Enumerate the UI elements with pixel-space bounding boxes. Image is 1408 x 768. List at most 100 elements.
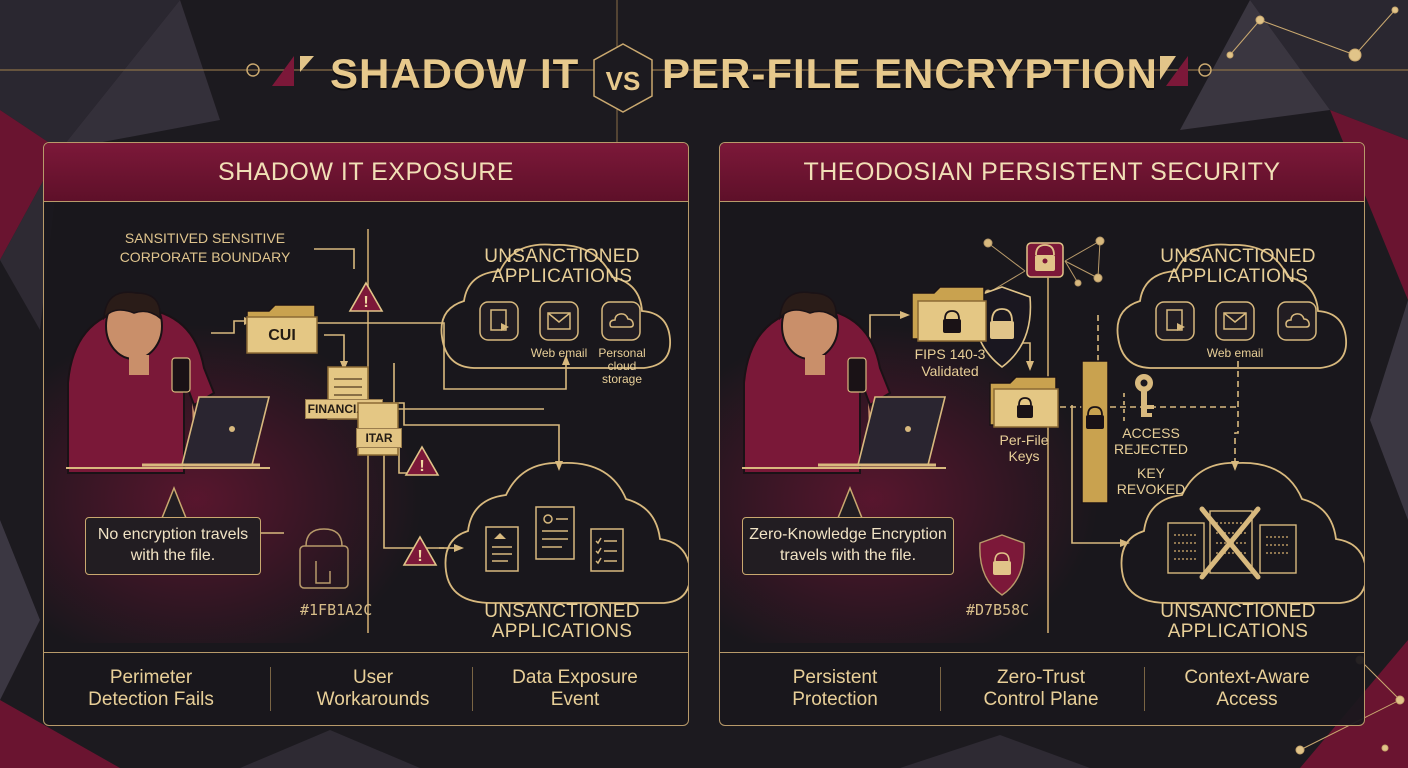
document-forward-icon [1155, 301, 1195, 341]
fips-label-line-2: Validated [921, 363, 979, 379]
hex-code-left: #1FB1A2C [300, 601, 373, 619]
zero-knowledge-callout-line-2: travels with the file. [779, 547, 917, 564]
padlock-badge-icon [1026, 242, 1064, 278]
key-revoked-line-2: REVOKED [1116, 481, 1186, 497]
persistent-security-diagram [742, 236, 1364, 633]
svg-text:!: ! [363, 294, 368, 311]
shadow-it-panel: SHADOW IT EXPOSURE [43, 142, 689, 726]
shield-lock-small-icon [979, 534, 1025, 596]
title-per-file-encryption: PER-FILE ENCRYPTION [662, 50, 1158, 97]
broken-padlock-icon [299, 528, 349, 589]
no-encryption-callout: No encryption travels with the file. [85, 517, 261, 575]
footer-perimeter-line-2: Detection Fails [88, 689, 214, 710]
svg-text:!: ! [419, 458, 424, 475]
cloud-top-title-line-1: UNSANCTIONED [1160, 246, 1316, 267]
cloud-bottom-outline [444, 462, 688, 604]
footer-context-line-1: Context-Aware [1184, 667, 1310, 688]
key-revoked-line-1: KEY [1136, 465, 1165, 481]
persistent-security-panel: THEODOSIAN PERSISTENT SECURITY [719, 142, 1365, 726]
person-laptop-illustration [66, 291, 271, 474]
cloud-top-title-line-2: APPLICATIONS [491, 266, 633, 287]
footer-persistent-line-1: Persistent [792, 667, 878, 688]
cloud-top-outline [440, 243, 671, 369]
cui-folder-icon [245, 301, 319, 357]
title-shadow-it: SHADOW IT [330, 50, 580, 97]
footer-exposure-line-2: Event [550, 689, 600, 710]
no-encryption-callout-line-2: with the file. [130, 547, 216, 564]
access-rejected-line-2: REJECTED [1114, 441, 1188, 457]
shadow-it-panel-header: SHADOW IT EXPOSURE [44, 143, 688, 202]
cloud-bottom-title-line-1: UNSANCTIONED [484, 601, 640, 622]
no-encryption-callout-line-1: No encryption travels [97, 526, 249, 543]
cloud-bottom-title-line-1: UNSANCTIONED [1160, 601, 1316, 622]
personal-cloud-label-2: cloud [607, 359, 637, 373]
confidential-document-icon [484, 525, 522, 575]
web-email-label: Web email [530, 346, 588, 360]
cloud-bottom-title-line-2: APPLICATIONS [1167, 621, 1309, 642]
shadow-it-diagram: ! ! ! [66, 229, 688, 633]
warning-icons: ! ! ! [348, 281, 440, 566]
footer-zero-trust-line-2: Control Plane [983, 689, 1099, 710]
personal-cloud-label-1: Personal [598, 346, 646, 360]
title-row: SHADOW IT VS PER-FILE ENCRYPTION [0, 40, 1408, 113]
footer-persistent-line-2: Protection [792, 689, 878, 710]
access-gate [1081, 360, 1109, 504]
persistent-security-panel-header: THEODOSIAN PERSISTENT SECURITY [720, 143, 1364, 202]
vs-badge: VS [588, 38, 658, 118]
web-email-label: Web email [1206, 346, 1264, 360]
footer-divider [270, 667, 271, 711]
fips-label-line-1: FIPS 140-3 [914, 346, 986, 362]
footer-context-line-2: Access [1216, 689, 1278, 710]
boundary-label-line-1: SANSITIVED SENSITIVE [124, 230, 286, 246]
shield-lock-icon [972, 286, 1032, 369]
footer-divider [472, 667, 473, 711]
per-file-key-folder-icon [988, 373, 1060, 429]
key-icon [1135, 374, 1154, 417]
cloud-top-outline [1116, 243, 1347, 369]
zero-knowledge-callout: Zero-Knowledge Encryption travels with t… [742, 517, 954, 575]
boundary-label-line-2: CORPORATE BOUNDARY [119, 249, 291, 265]
title-ornaments [246, 56, 1212, 86]
checklist-document-icon [589, 527, 627, 575]
cloud-bottom-outline [1120, 462, 1364, 604]
email-icon [1215, 301, 1255, 341]
personal-cloud-label-3: storage [601, 372, 643, 386]
access-rejected-line-1: ACCESS [1122, 425, 1180, 441]
footer-exposure-line-1: Data Exposure [512, 667, 638, 688]
cui-folder-label: CUI [268, 327, 296, 344]
footer-divider [940, 667, 941, 711]
email-icon [539, 301, 579, 341]
footer-workarounds-line-2: Workarounds [316, 689, 430, 710]
blocked-x-icon [1199, 506, 1261, 580]
encrypted-folder-icon [910, 283, 988, 343]
cloud-storage-icon [601, 301, 641, 341]
persistent-security-panel-title: THEODOSIAN PERSISTENT SECURITY [803, 158, 1281, 186]
document-forward-icon [479, 301, 519, 341]
hex-code-right: #D7B58C [966, 601, 1030, 619]
svg-text:!: ! [417, 548, 422, 565]
shadow-it-panel-title: SHADOW IT EXPOSURE [217, 158, 515, 186]
footer-perimeter-line-1: Perimeter [109, 667, 193, 688]
vs-label: VS [605, 66, 641, 96]
cloud-bottom-title-line-2: APPLICATIONS [491, 621, 633, 642]
cloud-top-title-line-2: APPLICATIONS [1167, 266, 1309, 287]
zero-knowledge-callout-line-1: Zero-Knowledge Encryption [749, 526, 947, 543]
footer-workarounds-line-1: User [352, 667, 394, 688]
vs-hexagon-icon [593, 43, 653, 113]
per-file-keys-line-2: Keys [1008, 448, 1040, 464]
footer-zero-trust-line-1: Zero-Trust [997, 667, 1085, 688]
itar-tag: ITAR [356, 428, 402, 448]
footer-divider [1144, 667, 1145, 711]
cloud-top-title-line-1: UNSANCTIONED [484, 246, 640, 267]
gate-padlock-icon [1086, 406, 1104, 429]
form-document-icon [534, 505, 578, 563]
cloud-storage-icon [1277, 301, 1317, 341]
